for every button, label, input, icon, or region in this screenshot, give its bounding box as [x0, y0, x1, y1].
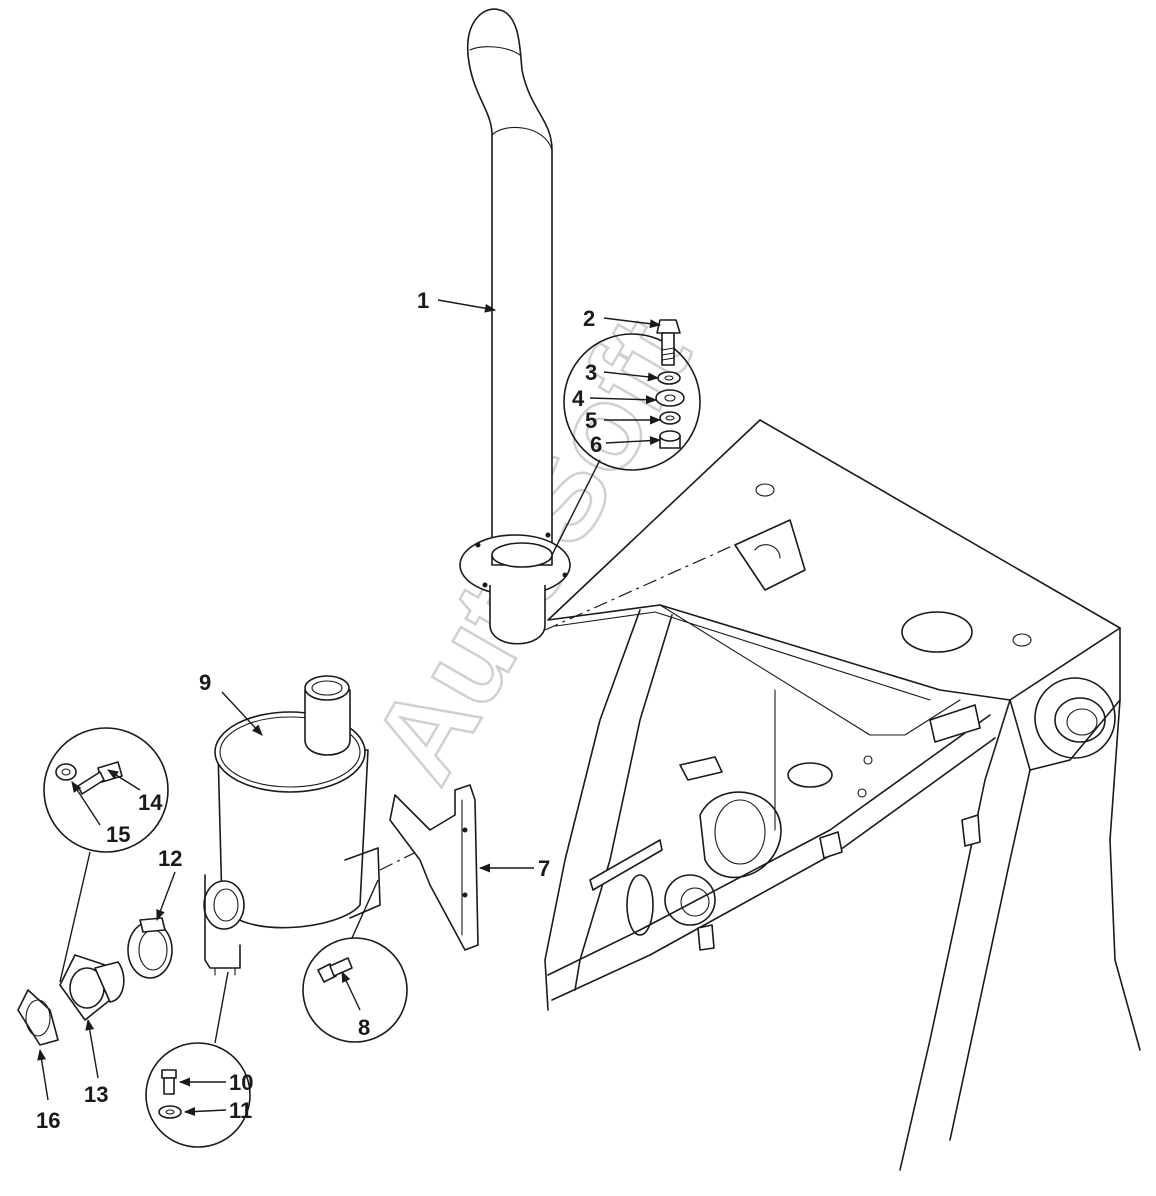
exhaust-stack: [459, 8, 571, 645]
callout-1: 1: [417, 288, 429, 313]
callout-11: 11: [229, 1098, 252, 1123]
callout-4: 4: [572, 386, 585, 411]
callout-13: 13: [84, 1082, 108, 1107]
leader-lines: [37, 299, 662, 1116]
callout-15: 15: [106, 822, 130, 847]
bolt-detail-8: [302, 879, 408, 1043]
loader-frame: [544, 419, 1141, 1171]
mounting-bracket: [389, 784, 479, 951]
stack-hardware-group: [551, 319, 701, 556]
gasket: [17, 989, 59, 1046]
exhaust-flange: [59, 954, 125, 1021]
callout-6: 6: [590, 432, 602, 457]
callout-8: 8: [358, 1015, 370, 1040]
callout-5: 5: [585, 408, 597, 433]
band-clamp: [127, 917, 173, 979]
callout-16: 16: [36, 1108, 60, 1133]
callout-7: 7: [538, 856, 550, 881]
callout-labels: 1 2 3 4 5 6 7 8 9 10 11 12 13 14 15 16: [36, 288, 602, 1133]
hardware-detail-10-11: [145, 971, 251, 1148]
callout-12: 12: [158, 846, 182, 871]
muffler: [203, 675, 381, 976]
callout-2: 2: [583, 306, 595, 331]
callout-14: 14: [138, 790, 163, 815]
callout-3: 3: [585, 360, 597, 385]
callout-9: 9: [199, 670, 211, 695]
callout-10: 10: [229, 1070, 253, 1095]
